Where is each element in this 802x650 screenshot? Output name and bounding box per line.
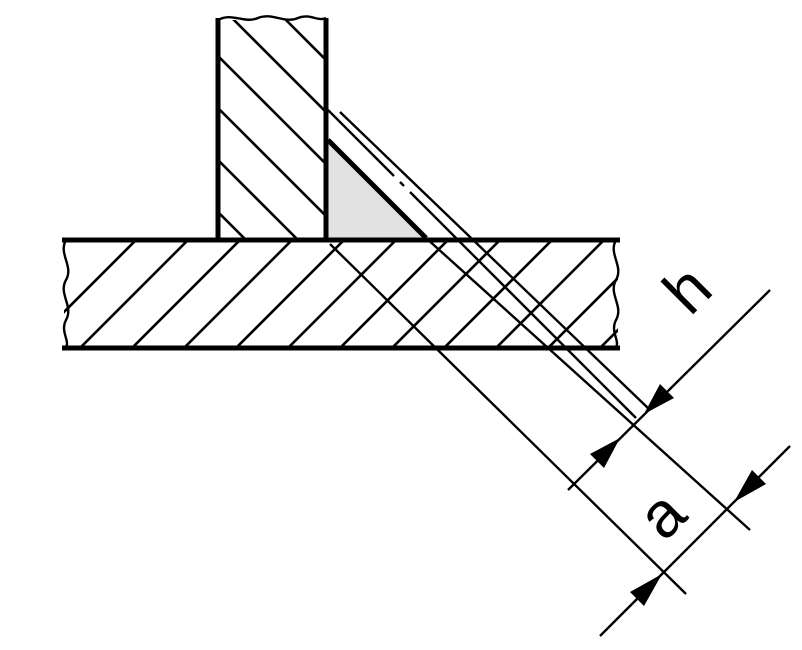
- dimension-a-line: [599, 445, 791, 637]
- web-break-line: [217, 15, 327, 22]
- extension-line-weld-face: [425, 237, 751, 531]
- dash-dot-extension: [371, 153, 637, 419]
- extension-line-outer: [339, 111, 651, 411]
- dimension-a: a: [599, 445, 791, 637]
- dimension-a-label: a: [623, 476, 699, 552]
- dimension-a-arrow-top: [734, 470, 766, 502]
- dimension-a-arrow-bottom: [630, 574, 662, 606]
- plate-right-break-line: [612, 239, 620, 349]
- extension-line-root: [329, 243, 687, 595]
- dimension-h-arrow-top: [644, 384, 674, 414]
- dimension-h-arrow-bottom: [590, 438, 620, 468]
- horizontal-base-plate: [62, 237, 620, 351]
- extension-lines: [327, 109, 751, 595]
- extension-line-weld-face-continuation: [327, 109, 373, 155]
- weld-face-line: [326, 138, 428, 240]
- vertical-web-plate: [215, 15, 329, 240]
- dimension-h: h: [567, 251, 771, 491]
- plate-left-break-line: [62, 239, 70, 349]
- web-hatching: [218, 20, 326, 238]
- dimension-h-label: h: [649, 251, 725, 327]
